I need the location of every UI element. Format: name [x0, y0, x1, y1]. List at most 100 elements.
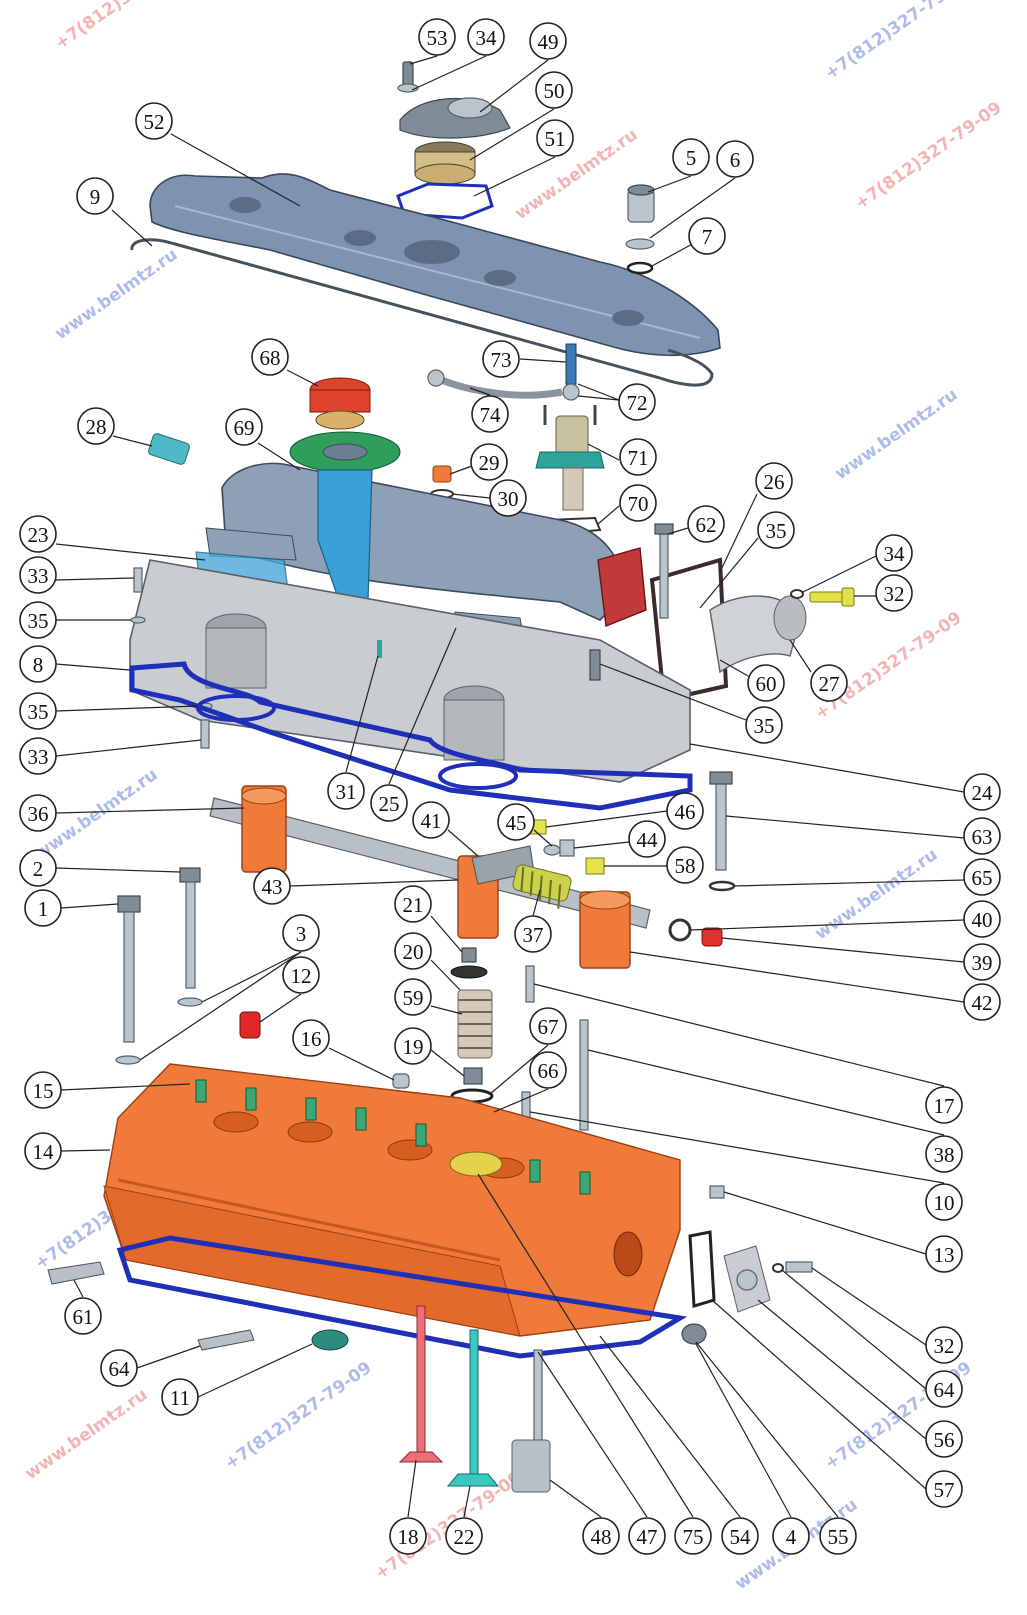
callout-circle — [721, 1517, 759, 1555]
callout-circle — [470, 443, 508, 481]
callout-circle — [674, 1517, 712, 1555]
sleeve-48 — [511, 1349, 551, 1493]
washer-3 — [115, 1055, 141, 1065]
callout-55: 55 — [819, 1517, 857, 1555]
washer-45 — [543, 844, 561, 856]
callout-24: 24 — [963, 773, 1001, 811]
callout-circle — [389, 1517, 427, 1555]
callout-4: 4 — [772, 1517, 810, 1555]
callout-21: 21 — [394, 885, 432, 923]
callout-circle — [745, 706, 783, 744]
callout-36: 36 — [19, 794, 57, 832]
washer-64 — [772, 1263, 784, 1273]
callout-label: 9 — [90, 185, 101, 209]
callout-label: 31 — [336, 780, 357, 804]
callout-label: 17 — [934, 1094, 955, 1118]
callout-label: 13 — [934, 1243, 955, 1267]
plug-5 — [627, 184, 655, 223]
callout-label: 22 — [454, 1525, 475, 1549]
callout-label: 32 — [934, 1334, 955, 1358]
callout-circle — [618, 383, 656, 421]
callout-label: 26 — [764, 470, 785, 494]
callout-58: 58 — [666, 846, 704, 884]
callout-54: 54 — [721, 1517, 759, 1555]
callout-label: 57 — [934, 1478, 955, 1502]
callout-label: 51 — [545, 127, 566, 151]
callout-label: 14 — [33, 1140, 55, 1164]
callout-11: 11 — [161, 1378, 199, 1416]
callout-32: 32 — [925, 1326, 963, 1364]
callout-circle — [875, 534, 913, 572]
cover-56 — [723, 1245, 771, 1313]
callout-circle — [925, 1235, 963, 1273]
callout-38: 38 — [925, 1135, 963, 1173]
bolt-32 — [785, 1261, 813, 1273]
callout-label: 36 — [28, 802, 49, 826]
callout-35: 35 — [19, 601, 57, 639]
callout-label: 75 — [683, 1525, 704, 1549]
callout-46: 46 — [666, 792, 704, 830]
callout-40: 40 — [963, 900, 1001, 938]
callout-circle — [100, 1349, 138, 1387]
callout-circle — [19, 645, 57, 683]
callout-circle — [535, 71, 573, 109]
callout-label: 12 — [291, 964, 312, 988]
bolt-32 — [809, 587, 855, 607]
washer-6 — [625, 238, 655, 250]
callout-circle — [24, 1071, 62, 1109]
callout-circle — [514, 915, 552, 953]
callout-label: 35 — [754, 714, 775, 738]
callout-44: 44 — [628, 820, 666, 858]
callout-28: 28 — [77, 407, 115, 445]
callout-circle — [757, 511, 795, 549]
callout-label: 4 — [786, 1525, 797, 1549]
callout-label: 72 — [627, 391, 648, 415]
callout-65: 65 — [963, 858, 1001, 896]
callout-9: 9 — [76, 177, 114, 215]
callout-8: 8 — [19, 645, 57, 683]
callout-circle — [370, 784, 408, 822]
callout-circle — [64, 1297, 102, 1335]
bolt-2 — [179, 867, 201, 989]
callout-2: 2 — [19, 849, 57, 887]
callout-64: 64 — [100, 1349, 138, 1387]
callout-label: 66 — [538, 1059, 559, 1083]
watermark-site: www.belmtz.ru — [21, 1385, 151, 1484]
callout-39: 39 — [963, 943, 1001, 981]
callout-label: 33 — [28, 564, 49, 588]
callout-circle — [628, 1517, 666, 1555]
callout-circle — [394, 1027, 432, 1065]
washer-34 — [790, 589, 804, 599]
callout-1: 1 — [24, 889, 62, 927]
elbow-27 — [709, 595, 807, 674]
callout-circle — [666, 846, 704, 884]
callout-20: 20 — [394, 932, 432, 970]
callout-circle — [445, 1517, 483, 1555]
plug-29 — [432, 465, 452, 483]
callout-label: 67 — [538, 1015, 559, 1039]
callout-42: 42 — [963, 983, 1001, 1021]
callout-label: 19 — [403, 1035, 424, 1059]
callout-68: 68 — [251, 338, 289, 376]
callout-label: 39 — [972, 951, 993, 975]
callout-33: 33 — [19, 737, 57, 775]
callout-label: 15 — [33, 1079, 54, 1103]
screw-44 — [559, 839, 575, 857]
callout-circle — [963, 858, 1001, 896]
callout-47: 47 — [628, 1517, 666, 1555]
callout-circle — [716, 140, 754, 178]
pin-31 — [377, 640, 382, 658]
callout-label: 3 — [296, 922, 307, 946]
callout-circle — [687, 505, 725, 543]
rocker-bracket-43 — [457, 845, 535, 939]
callout-label: 25 — [379, 792, 400, 816]
callout-label: 46 — [675, 800, 696, 824]
callout-label: 64 — [934, 1378, 956, 1402]
callout-label: 16 — [301, 1027, 322, 1051]
callout-74: 74 — [471, 395, 509, 433]
callout-33: 33 — [19, 556, 57, 594]
callout-75: 75 — [674, 1517, 712, 1555]
bolt-53 — [397, 61, 419, 93]
